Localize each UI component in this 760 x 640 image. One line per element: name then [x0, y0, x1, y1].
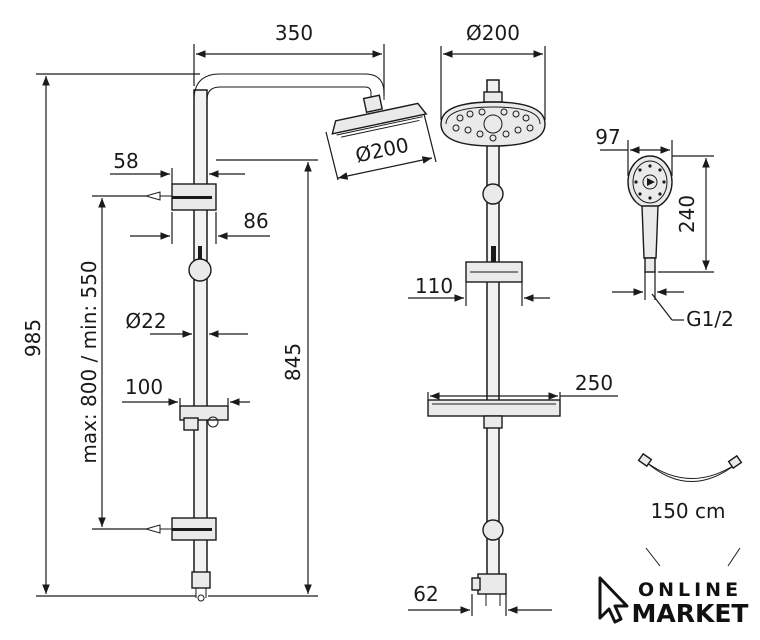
dim-thread: G1/2	[686, 307, 734, 331]
side-pipe	[193, 89, 208, 581]
dim-valve-width: 110	[415, 274, 453, 298]
hose: 150 cm	[637, 452, 743, 523]
dim-bracket-range: max: 800 / min: 550	[77, 260, 101, 463]
cursor-icon	[598, 576, 629, 624]
side-valve	[191, 571, 211, 589]
dim-hand-shower-width: 97	[595, 125, 620, 149]
side-knob	[188, 258, 212, 282]
dim-bracket-width: 86	[243, 209, 268, 233]
hand-shower: 97 240 G1/2	[595, 125, 734, 331]
side-view: 350 Ø200 58 86 max: 800 / min: 550 Ø22 1…	[21, 21, 437, 602]
dim-bracket-depth: 58	[113, 149, 138, 173]
side-slider	[179, 405, 229, 421]
front-pipe	[486, 79, 500, 581]
dim-shelf-width: 250	[575, 371, 613, 395]
side-shower-head	[331, 94, 428, 138]
wall-connectors	[645, 547, 741, 567]
dim-hand-shower-length: 240	[675, 195, 699, 233]
svg-text:MARKET: MARKET	[632, 599, 749, 628]
front-shower-head	[440, 91, 546, 147]
svg-text:ONLINE: ONLINE	[638, 579, 742, 601]
dim-pipe-diameter: Ø22	[125, 309, 166, 333]
dim-head-diameter-front: Ø200	[466, 21, 520, 45]
front-shelf	[427, 399, 561, 417]
dim-side-width: 350	[275, 21, 313, 45]
dim-slider-width: 100	[125, 375, 163, 399]
dim-head-height: 845	[281, 343, 305, 381]
front-lower-knob	[482, 519, 504, 541]
dim-total-height: 985	[21, 319, 45, 357]
side-arm	[193, 73, 385, 101]
front-top-knob	[482, 183, 504, 205]
front-bottom-valve	[477, 573, 507, 595]
front-view: Ø200 110 250 62	[408, 21, 618, 616]
online-market-logo: ONLINE MARKET	[598, 576, 749, 628]
dim-head-diameter-side: Ø200	[353, 133, 411, 168]
dim-hose-length: 150 cm	[650, 499, 725, 523]
dim-bottom-width: 62	[413, 582, 438, 606]
